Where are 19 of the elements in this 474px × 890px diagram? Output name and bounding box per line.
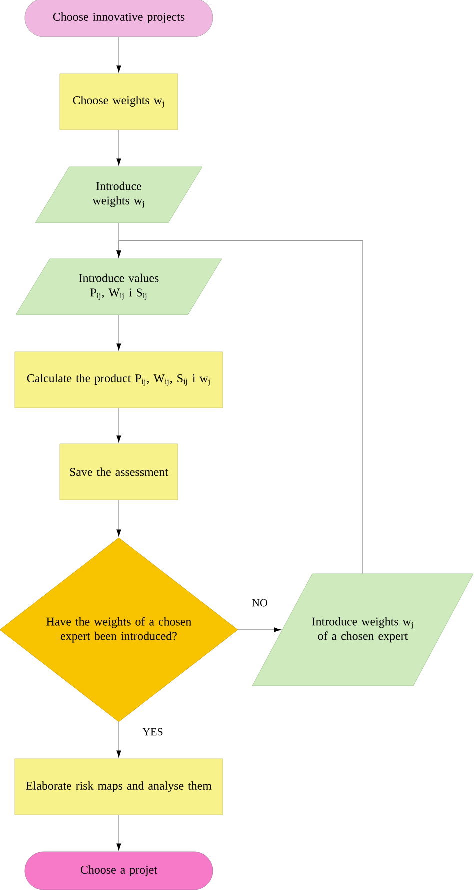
end-terminal: Choose a projet [24,852,214,890]
edge-label: YES [142,727,164,737]
arrow [238,628,281,632]
process-box: Calculate the product P$_{ij}$, W$_{ij}$, S$_{ij}$ i w$_{j}$ [14,352,224,408]
arrow [116,500,122,536]
edge-label: NO [251,598,269,608]
arrow [116,36,122,72]
arrow [116,814,122,850]
process-box: Save the assessment [60,444,178,500]
start-terminal: Choose innovative projects [24,0,214,38]
input-parallelogram: Introduce weights w$_{j}$ [35,166,203,224]
input-parallelogram: Introduce values P$_{ij}$, W$_{ij}$ i S$_{ij}$ [16,258,222,316]
arrow [116,130,122,166]
arrow [116,722,122,758]
arrow [116,240,364,574]
process-box: Elaborate risk maps and analyse them [14,758,224,816]
arrow [116,314,122,350]
process-box: Choose weights w$_{j}$ [60,74,178,130]
arrow [116,408,122,442]
